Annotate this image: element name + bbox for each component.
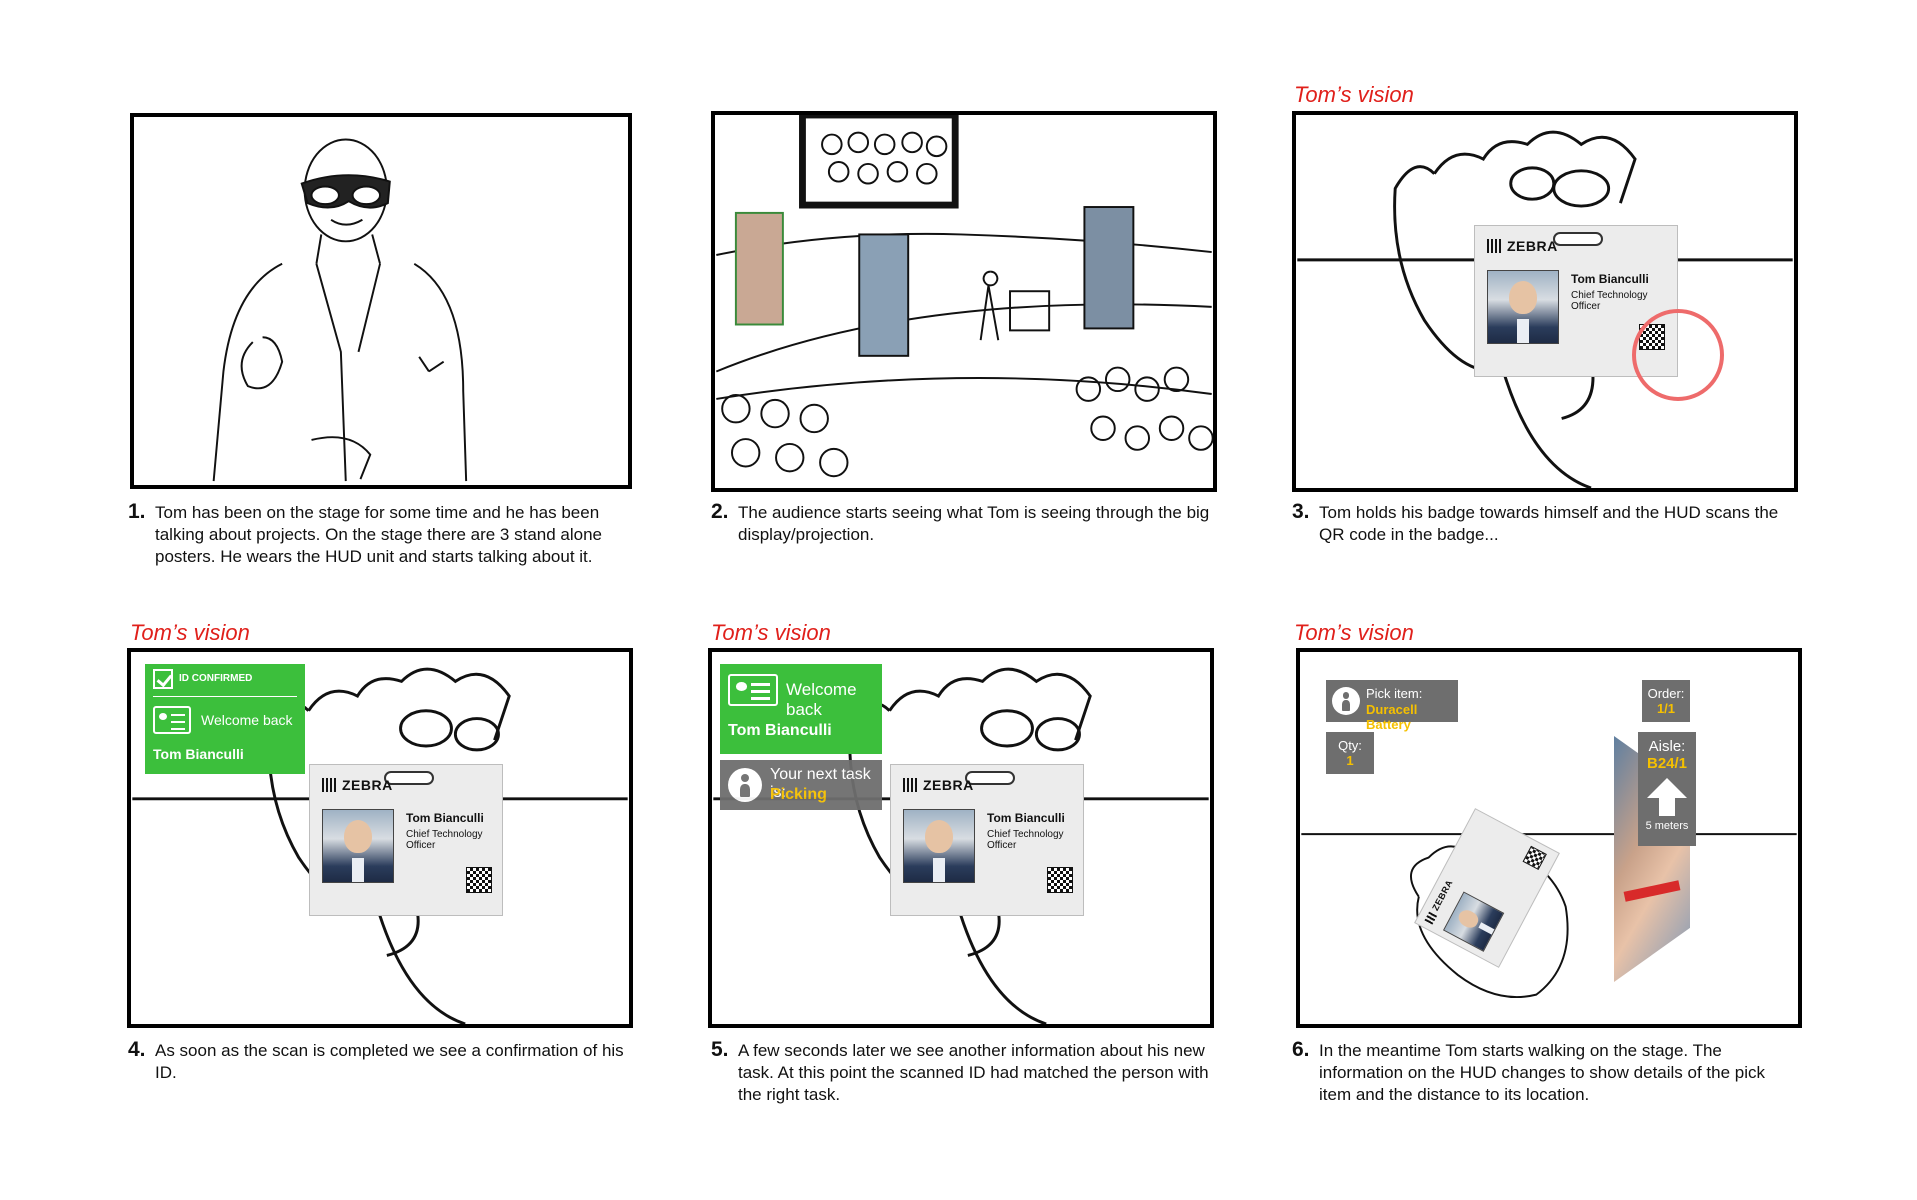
storyboard-panel-1 [130, 113, 632, 489]
qty-value: 1 [1346, 753, 1354, 768]
hud-user-name: Tom Bianculli [153, 746, 244, 762]
hud-aisle-panel: Aisle: B24/1 5 meters [1638, 732, 1696, 846]
badge-title: Chief Technology Officer [1571, 290, 1648, 312]
pick-item-label: Pick item: [1366, 686, 1423, 701]
caption-text: The audience starts seeing what Tom is s… [738, 503, 1210, 544]
badge-name: Tom Bianculli [406, 811, 484, 825]
caption-text: A few seconds later we see another infor… [738, 1041, 1209, 1104]
caption-number: 3. [1292, 500, 1310, 523]
walking-hand-badge-sketch [1301, 833, 1797, 998]
toms-vision-label: Tom’s vision [130, 620, 250, 645]
hud-pick-item-panel: Pick item: Duracell Battery [1326, 680, 1458, 732]
badge-logo-text: ZEBRA [1430, 878, 1455, 913]
badge-photo [1487, 270, 1559, 344]
id-confirmed-label: ID CONFIRMED [179, 673, 253, 684]
storyboard-panel-2 [711, 111, 1217, 492]
caption-text: Tom has been on the stage for some time … [155, 503, 603, 566]
distance-value: 5 meters [1645, 820, 1689, 832]
order-label: Order: [1647, 686, 1685, 701]
toms-vision-label: Tom’s vision [1294, 82, 1414, 107]
hud-id-confirmed-panel: ID CONFIRMED Welcome back Tom Bianculli [145, 664, 305, 774]
tom-on-stage-sketch [212, 138, 468, 482]
badge-logo-text: ZEBRA [342, 777, 393, 793]
up-arrow-icon [1647, 778, 1687, 816]
order-value: 1/1 [1656, 701, 1676, 716]
hud-next-task-panel: Your next task is: Picking [720, 760, 882, 810]
caption-text: Tom holds his badge towards himself and … [1319, 503, 1779, 544]
badge-title: Chief Technology Officer [987, 829, 1064, 851]
badge-name: Tom Bianculli [1571, 272, 1649, 286]
welcome-back-label: Welcome back [786, 680, 857, 719]
hud-order-panel: Order: 1/1 [1642, 680, 1690, 722]
id-card-icon [728, 674, 778, 706]
badge-logo-text: ZEBRA [1507, 238, 1558, 254]
hud-qty-panel: Qty: 1 [1326, 732, 1374, 774]
toms-vision-label: Tom’s vision [1294, 620, 1414, 645]
aisle-label: Aisle: [1648, 738, 1686, 755]
scan-highlight-circle [1632, 309, 1724, 401]
qr-code-icon [1522, 845, 1547, 871]
toms-vision-label: Tom’s vision [711, 620, 831, 645]
aisle-value: B24/1 [1646, 755, 1688, 772]
storyboard-panel-4: ZEBRA Tom Bianculli Chief Technology Off… [127, 648, 633, 1028]
id-badge: ZEBRA Tom Bianculli Chief Technology Off… [1474, 225, 1678, 377]
caption-number: 2. [711, 500, 729, 523]
welcome-back-label: Welcome back [201, 712, 293, 728]
badge-photo [1442, 891, 1505, 952]
caption-number: 4. [128, 1038, 146, 1061]
audience-heads [821, 131, 948, 185]
storyboard-panel-5: ZEBRA Tom Bianculli Chief Technology Off… [708, 648, 1214, 1028]
zebra-logo-icon: ZEBRA [903, 777, 974, 793]
audience-stage-sketch [715, 115, 1213, 478]
id-badge: ZEBRA Tom Bianculli Chief Technology Off… [309, 764, 503, 916]
caption-text: As soon as the scan is completed we see … [155, 1041, 624, 1082]
person-icon [728, 768, 762, 802]
badge-logo-text: ZEBRA [923, 777, 974, 793]
person-icon [1332, 687, 1360, 715]
hud-welcome-panel: Welcome back Tom Bianculli [720, 664, 882, 754]
storyboard-panel-6: ZEBRA Pick item: Duracell Battery Order:… [1296, 648, 1802, 1028]
zebra-logo-icon: ZEBRA [1487, 238, 1558, 254]
foreground-audience [721, 366, 1213, 478]
zebra-logo-icon: ZEBRA [322, 777, 393, 793]
caption-text: In the meantime Tom starts walking on th… [1319, 1041, 1766, 1104]
badge-photo [903, 809, 975, 883]
next-task-label: Your next task is: [770, 766, 871, 801]
hud-user-name: Tom Bianculli [728, 722, 832, 739]
qty-label: Qty: [1338, 738, 1362, 753]
badge-photo [322, 809, 394, 883]
qr-code-icon [466, 867, 492, 893]
qr-code-icon [1047, 867, 1073, 893]
storyboard-panel-3: ZEBRA Tom Bianculli Chief Technology Off… [1292, 111, 1798, 492]
caption-number: 6. [1292, 1038, 1310, 1061]
id-badge: ZEBRA Tom Bianculli Chief Technology Off… [890, 764, 1084, 916]
pick-item-value: Duracell Battery [1366, 702, 1418, 732]
next-task-value: Picking [770, 786, 827, 803]
checkmark-icon [153, 669, 173, 689]
badge-title: Chief Technology Officer [406, 829, 483, 851]
id-card-icon [153, 706, 191, 734]
caption-number: 5. [711, 1038, 729, 1061]
badge-name: Tom Bianculli [987, 811, 1065, 825]
caption-number: 1. [128, 500, 146, 523]
